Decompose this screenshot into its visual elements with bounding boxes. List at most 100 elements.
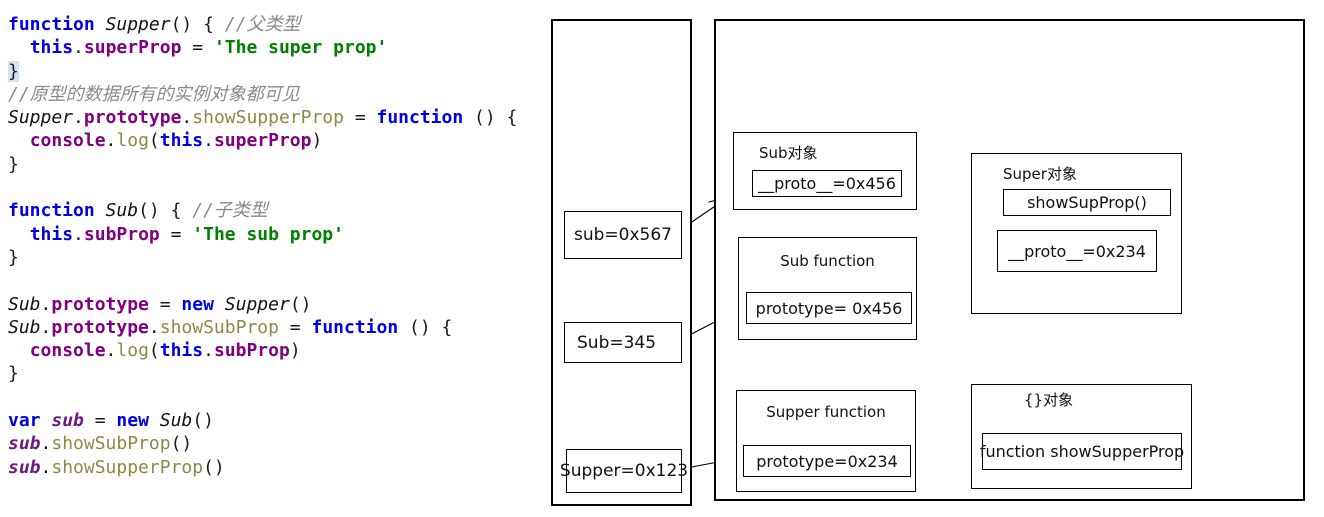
code-token: prototype [83, 107, 182, 129]
slot: __proto__=0x456 [752, 170, 902, 197]
node-title: Sub对象 [759, 144, 818, 162]
code-line: } [8, 246, 517, 269]
code-token: superProp [83, 37, 182, 59]
code-token: Supper [8, 107, 74, 129]
code-line: function Supper() { //父类型 [8, 13, 517, 36]
code-token: = [181, 37, 214, 59]
code-line: //原型的数据所有的实例对象都可见 [8, 83, 517, 106]
code-line: this.subProp = 'The sub prop' [8, 223, 517, 246]
code-token: () [192, 410, 214, 432]
code-token: . [73, 37, 84, 59]
code-token: showSubProp [51, 433, 171, 455]
code-token: () [170, 433, 193, 455]
node-title: {}对象 [1024, 391, 1074, 409]
node-title: Supper function [766, 403, 886, 421]
code-line: this.superProp = 'The super prop' [8, 36, 517, 59]
code-token: function [311, 316, 399, 338]
code-token: sub [8, 456, 41, 478]
node-sub-fn-ref: Sub=345 [564, 322, 682, 363]
code-token: = [159, 223, 193, 245]
code-token: ) [289, 340, 301, 362]
code-token: Sub [8, 316, 41, 338]
code-line: } [8, 60, 517, 83]
code-token: ( [148, 340, 160, 362]
code-token [8, 37, 30, 58]
code-token: . [40, 293, 52, 315]
code-line [8, 386, 517, 409]
code-token: . [105, 130, 117, 152]
code-token: function [8, 200, 95, 222]
code-token: Sub [105, 200, 139, 222]
code-token: () { [170, 14, 225, 35]
code-token: function [8, 14, 95, 35]
slot: prototype= 0x456 [746, 292, 912, 324]
code-token: . [73, 107, 84, 129]
node-title: Super对象 [1003, 165, 1077, 183]
code-token: //原型的数据所有的实例对象都可见 [8, 83, 300, 105]
code-token: . [40, 433, 52, 455]
code-token: () [203, 456, 225, 478]
node-supper-fn-ref: Supper=0x123 [560, 449, 688, 493]
code-token: = [278, 316, 312, 338]
code-token: () { [398, 316, 453, 338]
code-line: sub.showSubProp() [8, 432, 517, 455]
code-token: prototype [51, 316, 149, 338]
code-token: function [376, 107, 464, 129]
code-token: showSupperProp [51, 456, 204, 478]
code-token: ( [148, 130, 160, 152]
code-token [8, 130, 30, 151]
code-token: Sub [159, 410, 193, 432]
node-title: Sub function [780, 252, 875, 270]
slot: function showSupperProp [980, 433, 1184, 470]
code-line: console.log(this.subProp) [8, 339, 517, 362]
code-token: ) [311, 130, 323, 152]
code-token: Supper [105, 14, 171, 35]
code-token: . [203, 130, 214, 152]
slot: __proto__=0x234 [997, 230, 1157, 272]
code-token: () { [463, 107, 518, 129]
node-sub-object: Sub对象 __proto__=0x456 [733, 132, 917, 210]
code-token: //子类型 [192, 200, 268, 222]
code-token: } [8, 246, 19, 268]
code-token: . [73, 223, 84, 245]
code-token: sub [51, 410, 84, 432]
code-token: = [83, 410, 117, 432]
code-line: console.log(this.superProp) [8, 129, 517, 152]
code-token: this [159, 130, 204, 152]
code-token: log [116, 130, 149, 152]
node-sub-ref: sub=0x567 [564, 211, 682, 259]
code-token: . [40, 316, 52, 338]
code-token: Supper [224, 293, 290, 315]
code-token: 'The super prop' [213, 37, 388, 59]
code-token: = [148, 293, 182, 315]
code-line: } [8, 362, 517, 385]
code-token: //父类型 [224, 14, 301, 35]
code-line: sub.showSupperProp() [8, 456, 517, 479]
code-token: . [203, 340, 214, 362]
code-token: () [289, 293, 312, 315]
code-token: sub [8, 433, 41, 455]
code-token: } [8, 363, 19, 385]
code-line [8, 176, 517, 199]
code-token: . [40, 456, 52, 478]
code-token: Sub [8, 293, 41, 315]
code-line: function Sub() { //子类型 [8, 199, 517, 222]
code-line: Sub.prototype.showSubProp = function () … [8, 316, 517, 339]
code-token [95, 200, 106, 221]
node-super-object: Super对象 showSupProp() __proto__=0x234 [971, 153, 1182, 314]
code-token: console [29, 130, 106, 152]
code-token: showSubProp [159, 316, 279, 338]
code-token [95, 14, 106, 35]
code-token [214, 294, 225, 315]
code-token: prototype [51, 293, 149, 315]
code-token: = [343, 107, 377, 129]
slot: showSupProp() [1003, 189, 1171, 216]
code-token: subProp [213, 340, 290, 362]
code-token: . [181, 107, 193, 129]
code-token: new [181, 293, 214, 315]
code-token: this [159, 340, 204, 362]
code-token: 'The sub prop' [192, 223, 344, 245]
stack-panel [551, 19, 692, 506]
